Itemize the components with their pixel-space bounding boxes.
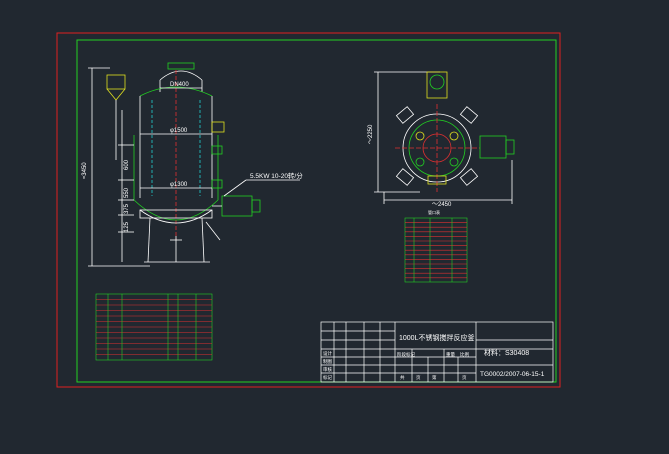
- motor-label: 5.5KW 10-20转/分: [250, 171, 303, 180]
- bottom-label-page2: 页: [462, 375, 467, 381]
- nozzle-table: 管口表: [404, 209, 468, 283]
- title-block-text: 1000L不锈钢搅拌反应釜 材料：S30408 TG0002/2007-06-1…: [323, 333, 545, 381]
- dim-h3: 375: [124, 203, 130, 214]
- dim-body-diameter-1: φ1500: [170, 128, 188, 134]
- inner-frame: [76, 39, 557, 383]
- parts-list: [95, 293, 213, 361]
- col-label-weight: 重量: [446, 351, 455, 358]
- material-label: 材料：S30408: [484, 348, 529, 357]
- project-title: 1000L不锈钢搅拌反应釜: [399, 333, 474, 342]
- dim-h1: 600: [124, 159, 130, 170]
- front-view: [88, 62, 300, 267]
- top-view: [374, 71, 515, 204]
- row-label-check: 审核: [323, 366, 332, 373]
- outer-frame: [56, 32, 561, 388]
- row-label-mark: 标记: [323, 374, 332, 381]
- top-view-labels: ～2450 ～2250: [368, 124, 452, 208]
- col-label-scale: 比例: [460, 351, 469, 358]
- bottom-label-no: 第: [432, 374, 437, 381]
- row-label-design: 设计: [323, 350, 332, 357]
- dim-h2: 550: [124, 187, 130, 198]
- drawing-number: TG0002/2007-06-15-1: [480, 371, 545, 378]
- dim-top-nozzle: DN400: [170, 82, 189, 88]
- bottom-label-page1: 页: [416, 375, 421, 381]
- front-view-labels: ≈3450 DN400 φ1500 φ1300 600 550 375 125 …: [82, 82, 303, 232]
- bottom-label-total: 共: [400, 374, 405, 381]
- dim-h4: 125: [124, 221, 130, 232]
- dim-body-diameter-2: φ1300: [170, 182, 188, 188]
- title-block: [320, 321, 554, 383]
- dim-height-total: ≈3450: [82, 162, 88, 179]
- dim-top-width: ～2450: [432, 202, 452, 208]
- row-label-draw: 制图: [323, 358, 332, 365]
- nozzle-table-title: 管口表: [428, 209, 440, 215]
- dim-top-height: ～2250: [368, 124, 374, 144]
- col-label-stage: 阶段标记: [397, 351, 415, 358]
